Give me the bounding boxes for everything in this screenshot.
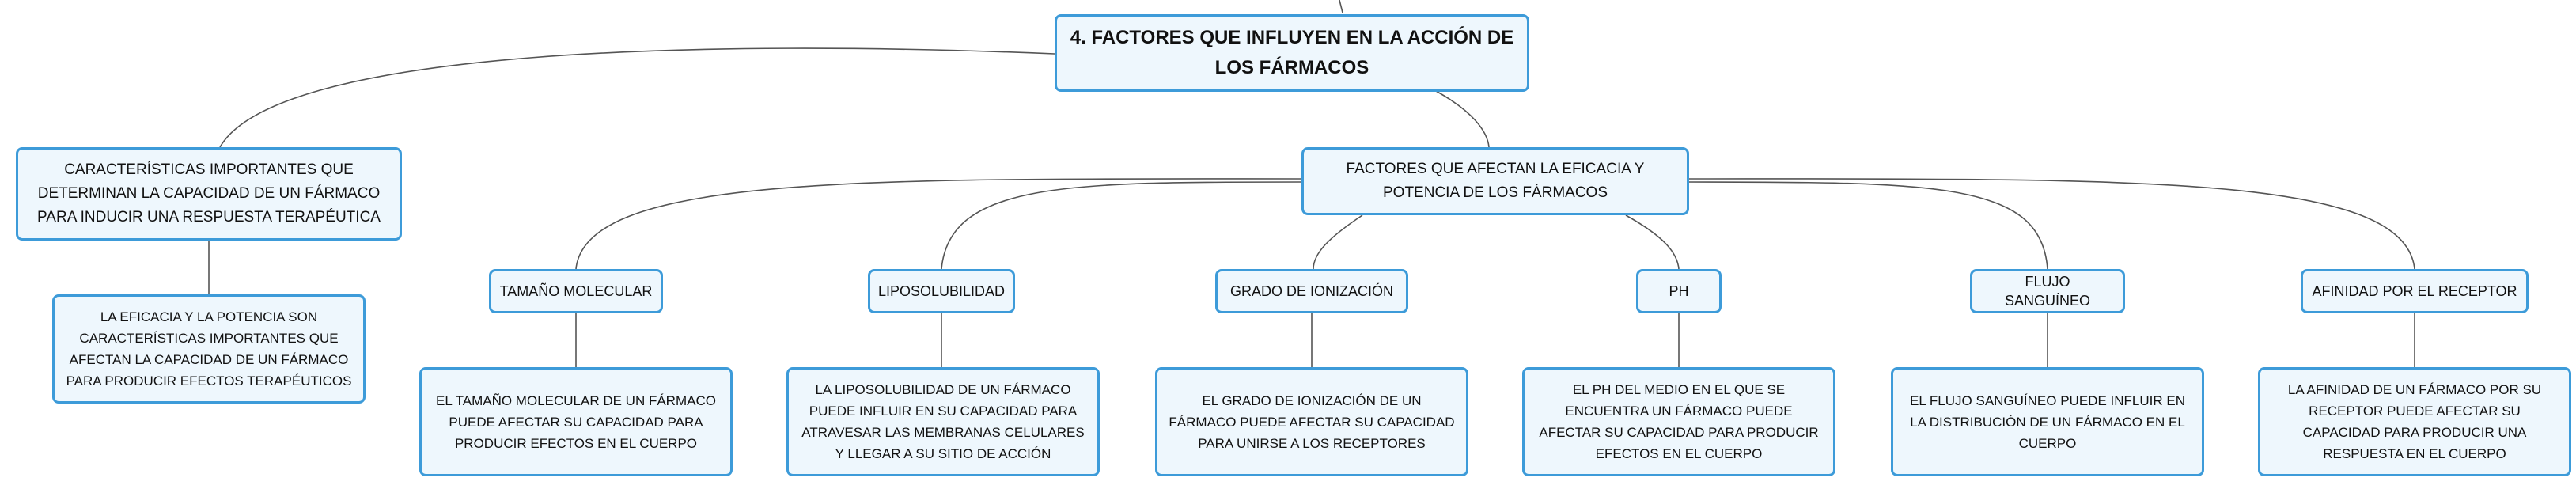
detail-tamano-molecular[interactable]: EL TAMAÑO MOLECULAR DE UN FÁRMACO PUEDE … [419,367,733,476]
detail-grado-ionizacion[interactable]: EL GRADO DE IONIZACIÓN DE UN FÁRMACO PUE… [1155,367,1468,476]
connector-group-to-flujo [1684,181,2048,270]
detail-liposolubilidad[interactable]: LA LIPOSOLUBILIDAD DE UN FÁRMACO PUEDE I… [786,367,1100,476]
factor-grado-ionizacion[interactable]: GRADO DE IONIZACIÓN [1215,269,1408,313]
factor-ph[interactable]: PH [1636,269,1722,313]
connector-root-to-factors-group [1435,90,1490,148]
detail-ph[interactable]: EL PH DEL MEDIO EN EL QUE SE ENCUENTRA U… [1522,367,1835,476]
factor-afinidad-receptor[interactable]: AFINIDAD POR EL RECEPTOR [2301,269,2529,313]
connector-group-to-ionizacion [1313,214,1363,270]
detail-afinidad-receptor[interactable]: LA AFINIDAD DE UN FÁRMACO POR SU RECEPTO… [2258,367,2571,476]
connector-root-to-characteristics [219,47,1055,148]
connector-group-to-liposolubilidad [941,181,1302,270]
connector-group-to-ph [1625,214,1680,270]
connector-group-to-tamano [575,178,1302,270]
connector-top-stub [1339,0,1343,13]
connector-group-to-afinidad [1684,178,2415,270]
factor-liposolubilidad[interactable]: LIPOSOLUBILIDAD [868,269,1015,313]
characteristics-detail[interactable]: LA EFICACIA Y LA POTENCIA SON CARACTERÍS… [52,294,366,404]
factors-group-topic[interactable]: FACTORES QUE AFECTAN LA EFICACIA Y POTEN… [1301,147,1689,215]
characteristics-topic[interactable]: CARACTERÍSTICAS IMPORTANTES QUE DETERMIN… [16,147,402,241]
factor-tamano-molecular[interactable]: TAMAÑO MOLECULAR [489,269,663,313]
factor-flujo-sanguineo[interactable]: FLUJO SANGUÍNEO [1970,269,2125,313]
root-topic[interactable]: 4. FACTORES QUE INFLUYEN EN LA ACCIÓN DE… [1055,14,1529,92]
detail-flujo-sanguineo[interactable]: EL FLUJO SANGUÍNEO PUEDE INFLUIR EN LA D… [1891,367,2204,476]
